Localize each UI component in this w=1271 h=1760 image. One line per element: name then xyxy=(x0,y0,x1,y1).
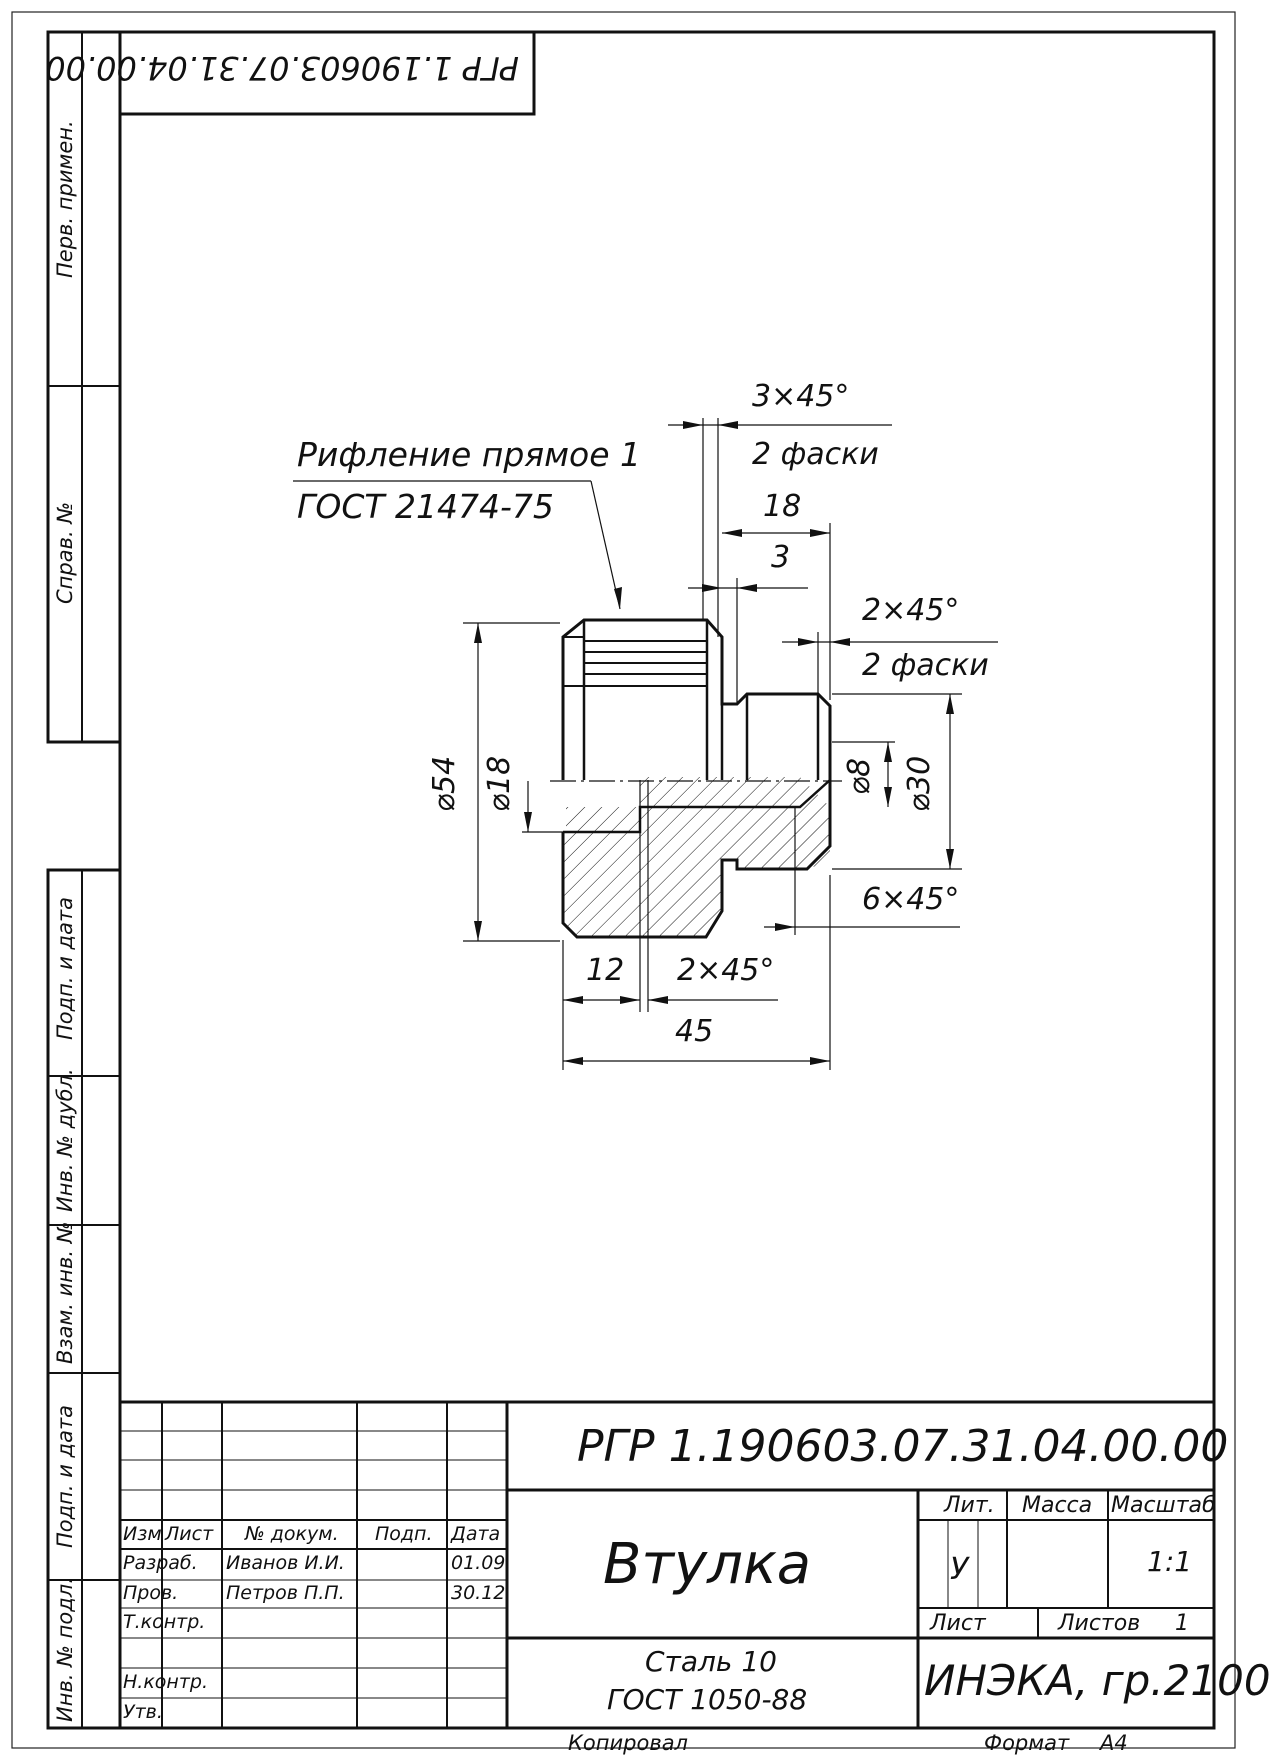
side-strip-lower xyxy=(46,868,122,1730)
material-line1: Сталь 10 xyxy=(645,1645,777,1678)
leader-line1: Рифление прямое 1 xyxy=(297,435,642,474)
side-label-perv-primen: Перв. примен. xyxy=(53,120,77,278)
outer-border xyxy=(11,11,1236,1749)
leader-line2: ГОСТ 21474-75 xyxy=(297,487,554,526)
role-n-kontr: Н.контр. xyxy=(123,1671,209,1693)
header-izm: Изм xyxy=(123,1523,162,1545)
dim-18-top: 18 xyxy=(763,489,802,524)
scale-value: 1:1 xyxy=(1147,1545,1193,1578)
side-label-inv-dubl: Инв. № дубл. xyxy=(53,1068,77,1212)
chamfer-top-value: 3×45° xyxy=(752,379,850,414)
side-label-podp-data-1: Подп. и дата xyxy=(53,896,77,1040)
sheet-label: Лист xyxy=(930,1611,986,1636)
dim-3: 3 xyxy=(771,540,791,575)
dimension-lines xyxy=(293,418,998,1070)
dim-45: 45 xyxy=(675,1014,714,1049)
material-line2: ГОСТ 1050-88 xyxy=(607,1683,808,1716)
footer-format-value: А4 xyxy=(1100,1731,1128,1755)
header-doc-no: № докум. xyxy=(245,1523,339,1545)
title-block xyxy=(120,1400,1214,1728)
side-strip-upper xyxy=(46,30,122,744)
chamfer-bottom-left: 2×45° xyxy=(677,953,775,988)
name-razrab: Иванов И.И. xyxy=(226,1552,345,1574)
side-label-inv-podl: Инв. № подл. xyxy=(53,1577,77,1722)
section-hatch xyxy=(563,777,830,937)
chamfer-top-count: 2 фаски xyxy=(752,437,879,472)
dia-54: ⌀54 xyxy=(427,755,462,812)
organization: ИНЭКА, гр.2100 xyxy=(924,1656,1271,1705)
designation: РГР 1.190603.07.31.04.00.00 xyxy=(577,1421,1229,1472)
side-label-vzam-inv: Взам. инв. № xyxy=(53,1221,77,1364)
chamfer-bottom-right: 6×45° xyxy=(862,882,960,917)
footer-copied: Копировал xyxy=(568,1731,688,1755)
part-name: Втулка xyxy=(603,1532,812,1597)
role-prov: Пров. xyxy=(123,1582,179,1604)
header-data: Дата xyxy=(451,1523,501,1545)
arrowheads xyxy=(474,421,954,1065)
top-stamp-text: РГР 1.190603.07.31.04.00.00 xyxy=(45,49,519,87)
header-podp: Подп. xyxy=(375,1523,433,1545)
header-list: Лист xyxy=(165,1523,214,1545)
dia-30: ⌀30 xyxy=(902,755,937,812)
name-prov: Петров П.П. xyxy=(226,1582,345,1604)
side-label-podp-data-2: Подп. и дата xyxy=(53,1404,77,1548)
chamfer-right-value: 2×45° xyxy=(862,593,960,628)
dia-18: ⌀18 xyxy=(482,755,517,812)
role-utv: Утв. xyxy=(123,1701,163,1723)
sheets-label: Листов xyxy=(1058,1611,1141,1636)
date-prov: 30.12 xyxy=(451,1582,506,1604)
sheets-value: 1 xyxy=(1175,1611,1189,1636)
role-t-kontr: Т.контр. xyxy=(123,1611,206,1633)
masshtab-label: Масштаб xyxy=(1111,1493,1216,1518)
lit-label: Лит. xyxy=(944,1493,995,1518)
dim-12: 12 xyxy=(586,953,625,988)
side-label-sprav-no: Справ. № xyxy=(53,501,77,604)
dia-8: ⌀8 xyxy=(842,757,877,795)
top-stamp-box xyxy=(118,30,536,116)
chamfer-right-count: 2 фаски xyxy=(862,648,989,683)
role-razrab: Разраб. xyxy=(123,1552,198,1574)
lit-value: У xyxy=(950,1552,969,1587)
massa-label: Масса xyxy=(1022,1493,1093,1518)
footer-format-label: Формат xyxy=(984,1731,1070,1755)
date-razrab: 01.09 xyxy=(451,1552,506,1574)
